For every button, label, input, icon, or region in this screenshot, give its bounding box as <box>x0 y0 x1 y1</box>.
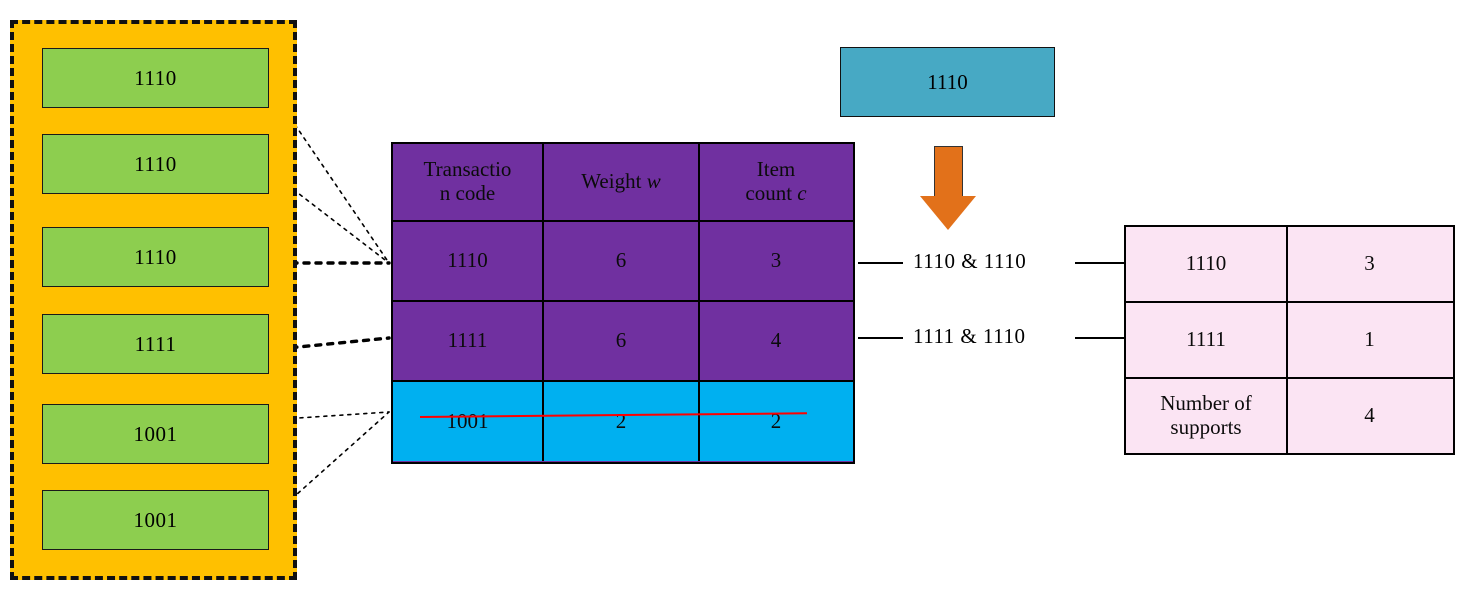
header-item-count: Item count c <box>700 144 852 220</box>
result-label-line2: supports <box>1170 415 1242 439</box>
table-header-row: Transactio n code Weight w Item count c <box>393 144 853 222</box>
cell-weight: 6 <box>544 302 700 380</box>
header-line1: Item <box>756 157 796 182</box>
result-label-line1: Number of <box>1160 391 1252 416</box>
transaction-code-label: 1110 <box>134 65 177 90</box>
main-table: Transactio n code Weight w Item count c … <box>391 142 855 464</box>
header-line2: count <box>745 181 793 205</box>
transaction-code-label: 1110 <box>134 244 177 269</box>
header-weight-text: Weight <box>581 169 642 194</box>
cell-transaction-code: 1111 <box>393 302 544 380</box>
query-code-label: 1110 <box>927 69 968 94</box>
transaction-code-label: 1001 <box>133 421 178 446</box>
and-expression-2: 1111 & 1110 <box>913 324 1026 348</box>
cell-weight: 2 <box>544 382 700 461</box>
header-count-variable: c <box>797 181 807 205</box>
result-row[interactable]: 1110 3 <box>1126 227 1453 303</box>
result-label: 1110 <box>1126 227 1288 301</box>
header-transaction-code: Transactio n code <box>393 144 544 220</box>
table-row-struck[interactable]: 1001 2 2 <box>393 382 853 461</box>
cell-item-count: 3 <box>700 222 852 300</box>
cell-item-count: 2 <box>770 408 782 433</box>
result-table: 1110 3 1111 1 Number of supports 4 <box>1124 225 1455 455</box>
result-value: 3 <box>1364 251 1375 276</box>
header-weight: Weight w <box>544 144 700 220</box>
down-arrow-icon <box>934 146 963 198</box>
cell-weight: 6 <box>544 222 700 300</box>
transaction-code-label: 1110 <box>134 151 177 176</box>
result-value: 4 <box>1364 403 1375 428</box>
transaction-database-container: 1110 1110 1110 1111 1001 1001 <box>10 20 297 580</box>
transaction-item-3[interactable]: 1110 <box>42 227 269 287</box>
transaction-code-label: 1111 <box>134 331 177 356</box>
and-expression-1: 1110 & 1110 <box>913 249 1027 273</box>
table-row[interactable]: 1111 6 4 <box>393 302 853 382</box>
down-arrow-head-icon <box>920 196 976 230</box>
transaction-item-6[interactable]: 1001 <box>42 490 269 550</box>
query-code-box[interactable]: 1110 <box>840 47 1055 117</box>
header-weight-variable: w <box>646 169 661 194</box>
table-row[interactable]: 1110 6 3 <box>393 222 853 302</box>
result-value: 1 <box>1364 327 1375 352</box>
cell-item-count: 4 <box>700 302 852 380</box>
cell-transaction-code: 1110 <box>393 222 544 300</box>
transaction-item-4[interactable]: 1111 <box>42 314 269 374</box>
transaction-item-1[interactable]: 1110 <box>42 48 269 108</box>
transaction-item-2[interactable]: 1110 <box>42 134 269 194</box>
result-row[interactable]: 1111 1 <box>1126 303 1453 379</box>
transaction-code-label: 1001 <box>133 507 178 532</box>
cell-transaction-code: 1001 <box>393 382 544 461</box>
transaction-item-5[interactable]: 1001 <box>42 404 269 464</box>
result-row-total[interactable]: Number of supports 4 <box>1126 379 1453 453</box>
header-line1: Transactio <box>423 157 512 182</box>
result-label-supports: Number of supports <box>1126 379 1288 453</box>
result-label: 1111 <box>1126 303 1288 377</box>
header-line2: n code <box>439 181 496 205</box>
